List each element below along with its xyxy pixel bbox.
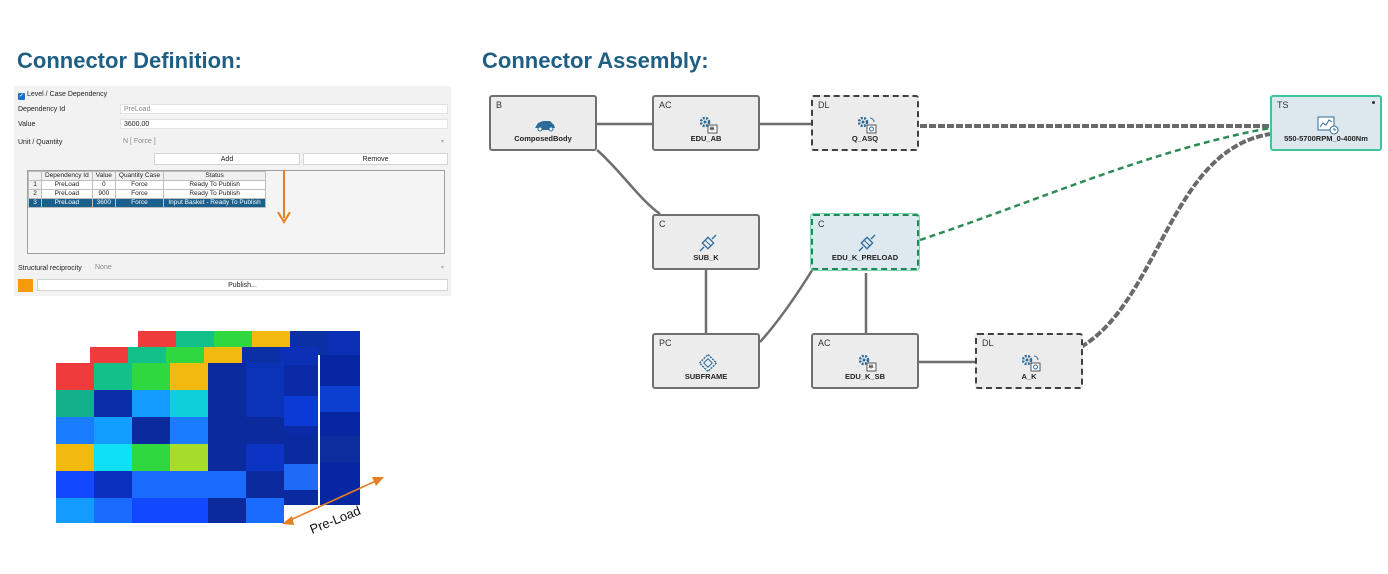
node-name: 550-5700RPM_0-400Nm xyxy=(1284,134,1368,143)
cell-status: Input Basket - Ready To Publish xyxy=(163,198,267,208)
node-type: C xyxy=(659,219,666,229)
level-case-checkbox[interactable]: ✓Level / Case Dependency xyxy=(18,89,448,100)
node-name: A_K xyxy=(1021,372,1037,381)
cell-value: 3600 xyxy=(91,198,116,208)
dependency-table[interactable]: Dependency Id Value Quantity Case Status… xyxy=(27,170,445,254)
gear-actuator-icon xyxy=(699,116,718,134)
node-type: B xyxy=(496,100,503,110)
link-edu-k-preload-test-selected[interactable] xyxy=(919,126,1271,242)
chart-test-icon xyxy=(1317,116,1339,135)
node-type: DL xyxy=(818,100,830,110)
node-test-550-5700rpm[interactable]: TS 550-5700RPM_0-400Nm xyxy=(1270,95,1382,151)
value-label: Value xyxy=(18,121,36,128)
chip-component-icon xyxy=(698,353,718,373)
node-a-k[interactable]: DL A_K xyxy=(975,333,1083,389)
preload-axis-arrow xyxy=(282,477,384,525)
node-type: AC xyxy=(818,338,831,348)
link-subframe-edu-k-preload[interactable] xyxy=(759,263,818,343)
preload-heatmap-stack: Pre-Load xyxy=(56,331,384,537)
node-name: EDU_AB xyxy=(690,134,722,143)
unit-quantity-row: Unit / Quantity N [ Force ] ▾ xyxy=(18,137,448,148)
connector-definition-dialog: ✓Level / Case Dependency Dependency Id P… xyxy=(14,86,451,296)
node-name: Q_ASQ xyxy=(851,134,879,143)
node-type: PC xyxy=(659,338,672,348)
node-name: EDU_K_SB xyxy=(844,372,885,381)
gear-data-link-icon xyxy=(1021,354,1041,372)
table-header: Dependency Id Value Quantity Case Status xyxy=(28,171,267,181)
structural-reciprocity-label: Structural reciprocity xyxy=(18,265,82,272)
add-button[interactable]: Add xyxy=(154,153,300,165)
node-subframe[interactable]: PC SUBFRAME xyxy=(652,333,760,389)
link-a-k-test[interactable] xyxy=(1079,132,1271,349)
dependency-id-field[interactable]: PreLoad xyxy=(120,104,448,114)
node-type: DL xyxy=(982,338,994,348)
connector-assembly-heading: Connector Assembly: xyxy=(482,48,709,73)
node-sub-k[interactable]: C SUB_K xyxy=(652,214,760,270)
structural-reciprocity-select[interactable]: None xyxy=(95,264,112,271)
heatmap-layer-front xyxy=(56,363,284,523)
row-number: 3 xyxy=(28,198,42,208)
level-case-label: Level / Case Dependency xyxy=(27,91,108,98)
node-composedbody[interactable]: B ComposedBody xyxy=(489,95,597,151)
node-type: C xyxy=(818,219,825,229)
node-name: ComposedBody xyxy=(514,134,572,143)
node-name: SUBFRAME xyxy=(684,372,728,381)
remove-button[interactable]: Remove xyxy=(303,153,448,165)
unit-quantity-select[interactable]: N [ Force ] xyxy=(123,138,156,145)
dependency-id-label: Dependency Id xyxy=(18,106,66,113)
link-composedbody-sub-k[interactable] xyxy=(596,149,661,216)
checkbox-checked-icon[interactable]: ✓ xyxy=(18,93,25,100)
connector-icon xyxy=(699,234,717,252)
value-row: Value 3600.00 xyxy=(18,119,448,130)
table-row-selected[interactable]: 3 PreLoad 3600 Force Input Basket - Read… xyxy=(28,198,267,208)
car-body-icon xyxy=(535,121,555,132)
color-swatch[interactable] xyxy=(18,279,33,292)
unit-quantity-label: Unit / Quantity xyxy=(18,139,63,146)
cell-quantity-case: Force xyxy=(114,198,165,208)
table-row[interactable]: 1 PreLoad 0 Force Ready To Publish xyxy=(28,180,267,190)
node-q-asq[interactable]: DL Q_ASQ xyxy=(811,95,919,151)
structural-reciprocity-row: Structural reciprocity None ▾ xyxy=(18,263,448,274)
dependency-id-row: Dependency Id PreLoad xyxy=(18,104,448,115)
node-edu-k-sb[interactable]: AC EDU_K_SB xyxy=(811,333,919,389)
node-edu-k-preload[interactable]: C EDU_K_PRELOAD xyxy=(811,214,919,270)
gear-data-link-icon xyxy=(857,116,877,134)
node-type: AC xyxy=(659,100,672,110)
status-dot-icon xyxy=(1372,101,1375,104)
publish-button[interactable]: Publish... xyxy=(37,279,448,291)
node-edu-ab[interactable]: AC EDU_AB xyxy=(652,95,760,151)
node-type: TS xyxy=(1277,100,1289,110)
chevron-down-icon[interactable]: ▾ xyxy=(440,265,444,271)
node-name: SUB_K xyxy=(693,253,719,262)
down-arrow-icon xyxy=(277,170,291,224)
connector-definition-heading: Connector Definition: xyxy=(17,48,242,73)
value-field[interactable]: 3600.00 xyxy=(120,119,448,129)
heatmap-layer-middle xyxy=(90,347,318,505)
node-name: EDU_K_PRELOAD xyxy=(831,253,899,262)
gear-actuator-icon xyxy=(858,354,877,372)
connector-icon xyxy=(858,234,876,252)
chevron-down-icon[interactable]: ▾ xyxy=(440,139,444,145)
